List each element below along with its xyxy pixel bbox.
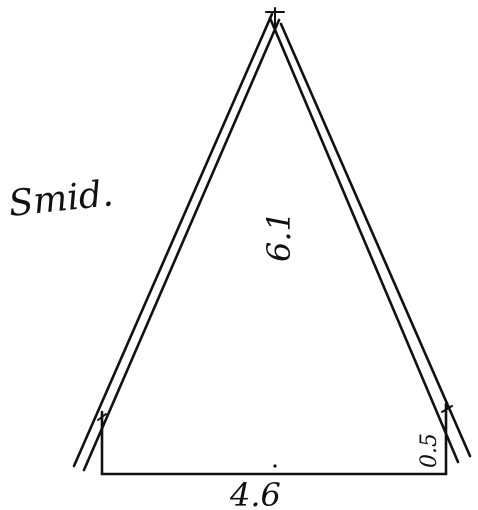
right-roof-edge	[268, 16, 472, 464]
base-width-label: 4.6	[229, 476, 281, 510]
height-label: 6.1	[260, 211, 298, 262]
left-label: Smid.	[7, 173, 116, 225]
left-roof-edge	[72, 12, 281, 472]
wall-height-label: 0.5	[417, 433, 442, 468]
base-center-mark	[273, 464, 277, 468]
apex-mark	[265, 7, 285, 27]
